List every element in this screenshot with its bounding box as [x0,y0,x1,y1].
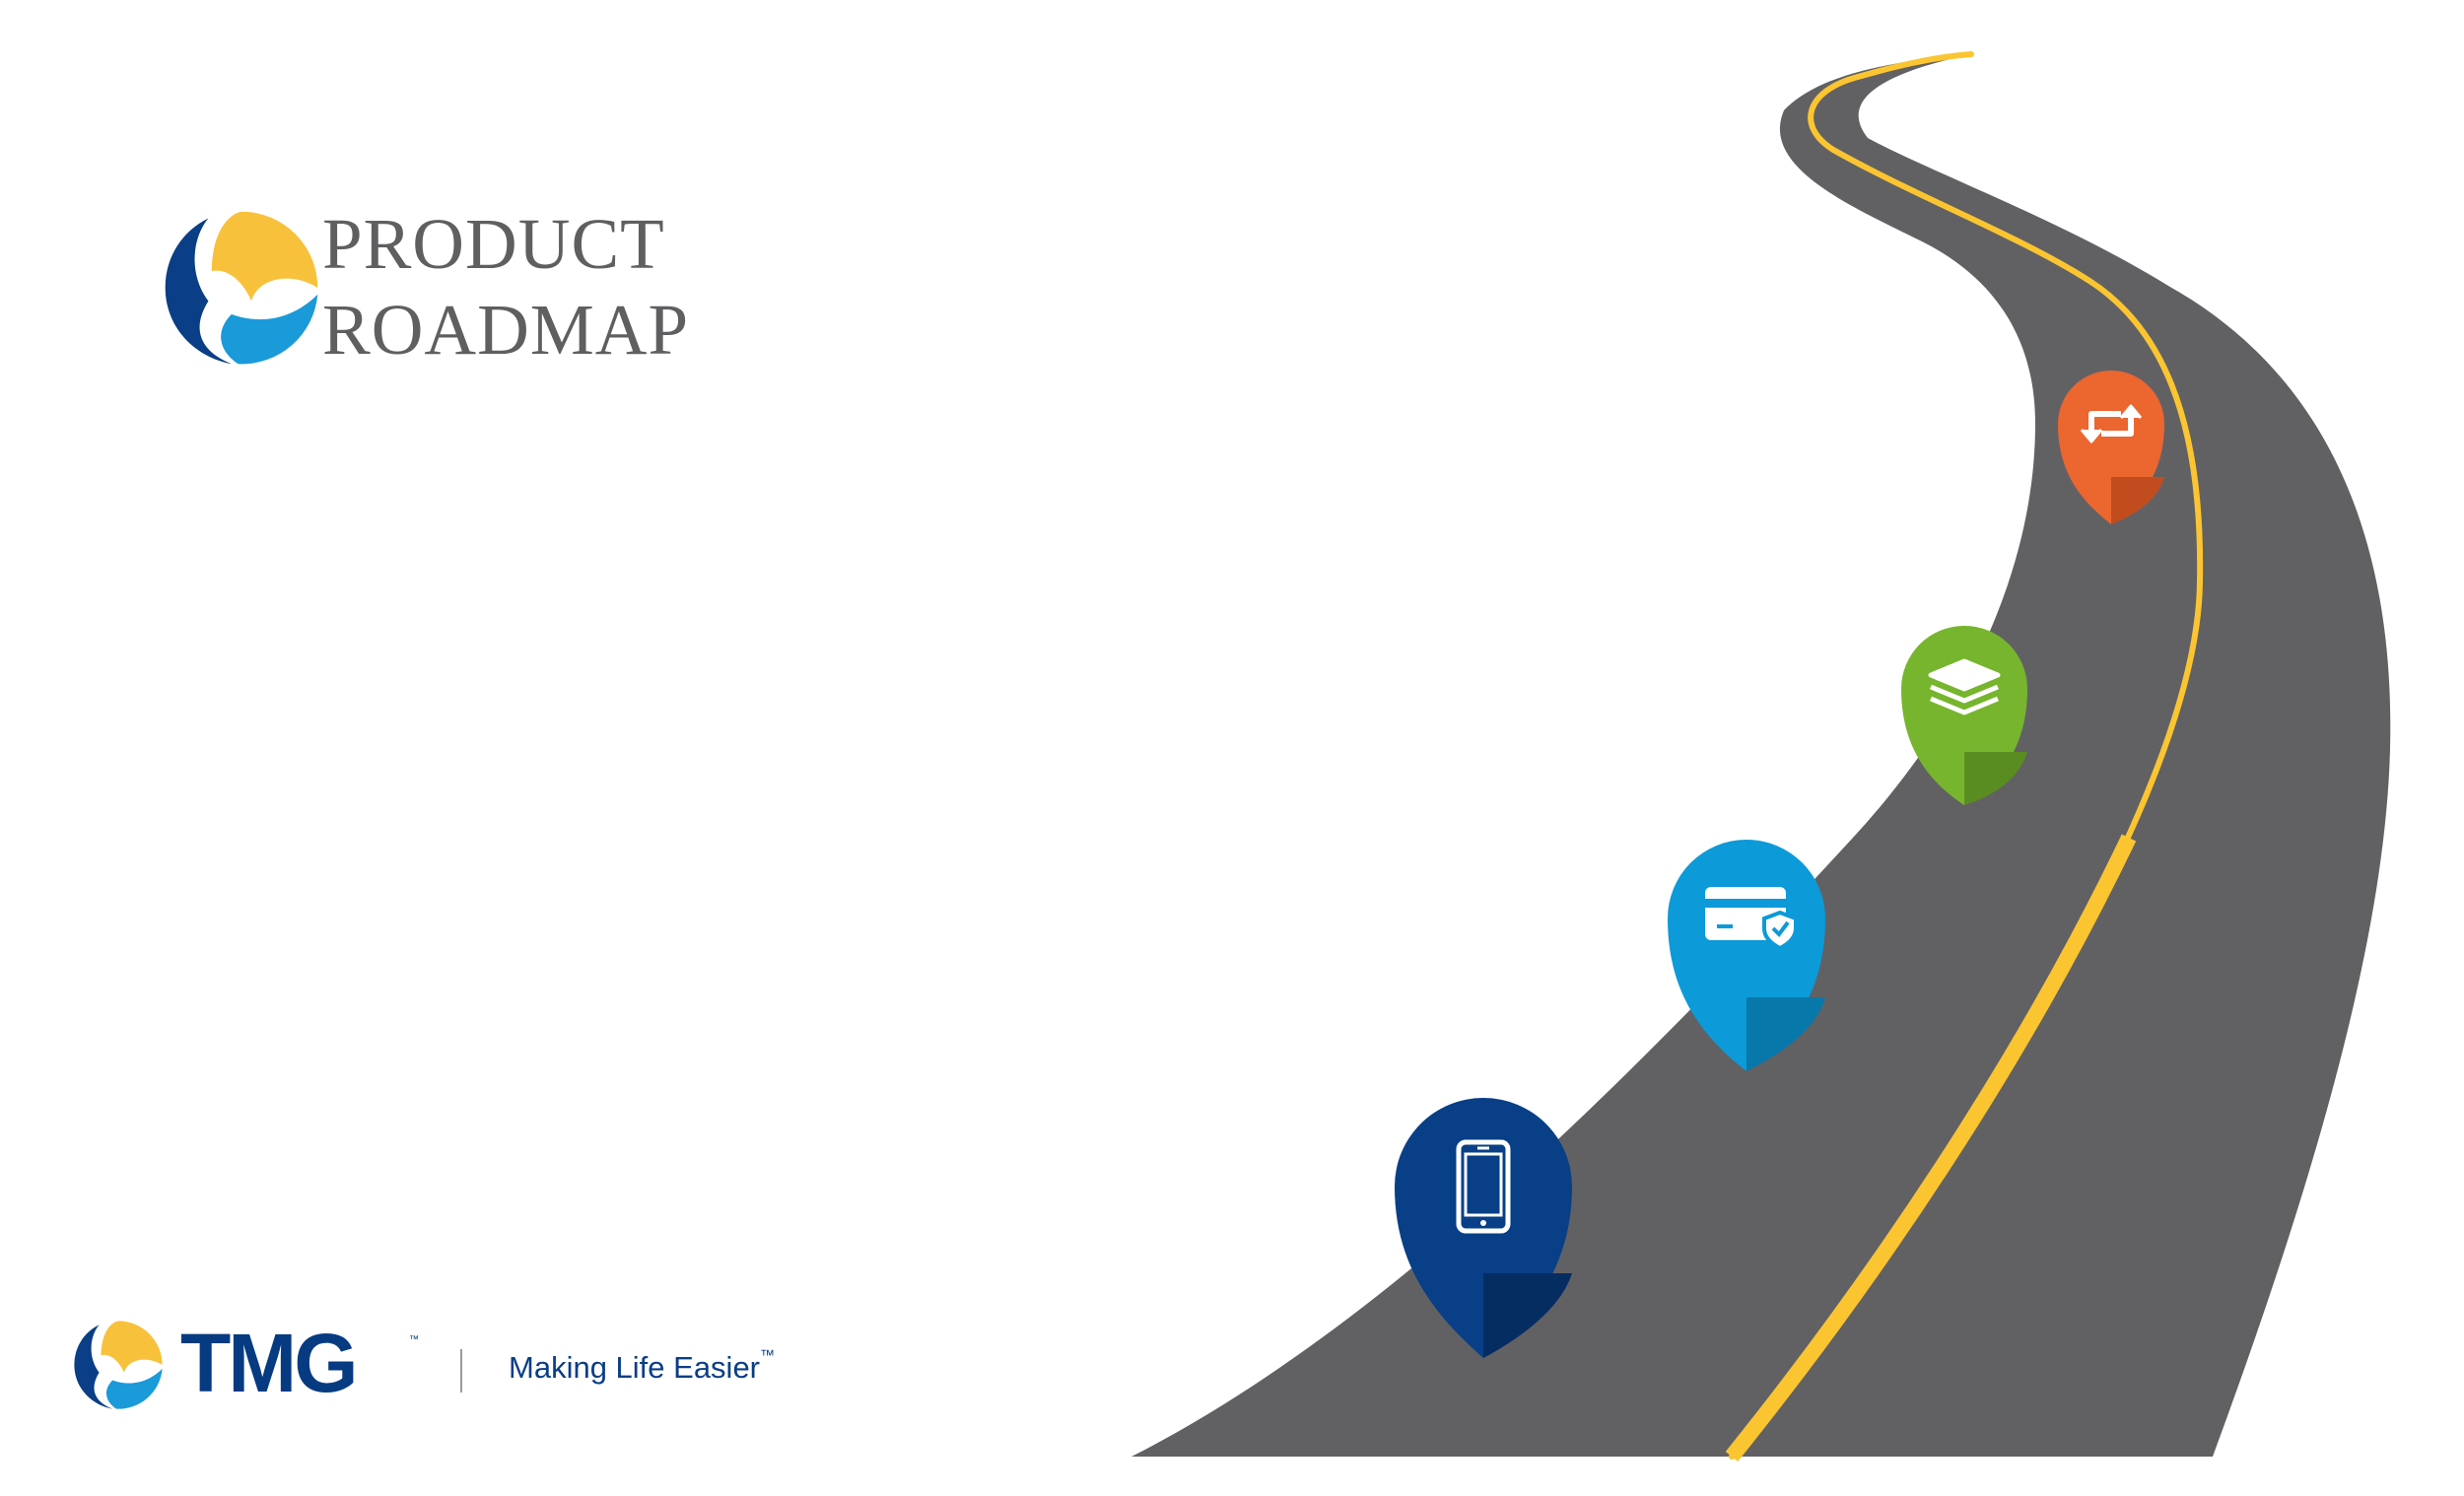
road-surface [1131,54,2391,1457]
road [1131,51,2391,1462]
milestone-pin-credit-card[interactable] [1668,840,1825,1071]
brand-wordmark: TMG [180,1317,359,1409]
refresh-cycle-icon [2080,404,2143,443]
tagline: Making Life Easier™ [509,1348,775,1385]
milestone-pin-refresh[interactable] [2058,371,2164,524]
brand-trademark: ™ [409,1334,419,1345]
title-line-roadmap: ROADMAP [322,290,690,370]
credit-card-security-icon [1705,887,1798,951]
milestone-pin-mobile[interactable] [1395,1098,1572,1358]
tmg-footer-logo [74,1321,163,1409]
tagline-trademark: ™ [760,1347,776,1364]
tmg-swirl-logo [165,211,318,365]
milestone-pin-layers[interactable] [1901,626,2027,805]
road-center-line-lower [1725,834,2137,1462]
tagline-text: Making Life Easier [509,1350,761,1385]
layers-stack-icon [1928,658,2001,715]
footer-divider [460,1349,462,1393]
mobile-phone-icon [1456,1139,1511,1234]
title-line-product: PRODUCT [322,204,665,284]
